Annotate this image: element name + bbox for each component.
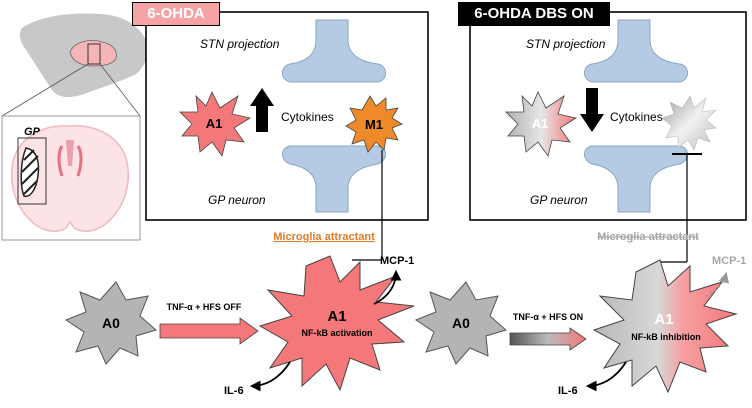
bottom-right-pathway: A0 TNF-α + HFS ON A1 NF-kB inhibition MC… [414,255,746,397]
bottom-left-pathway: A0 TNF-α + HFS OFF A1 NF-kB activation M… [64,255,415,397]
cytokines-label-left: Cytokines [281,110,334,124]
left-panel-header: 6-OHDA [132,2,220,26]
down-arrow-icon [580,88,604,132]
right-panel: STN projection GP neuron A1 Cytokines Mi… [469,11,747,263]
stn-label-left: STN projection [200,37,280,51]
nfkb-inhibition-label: NF-kB inhibition [631,332,701,342]
stn-label-right: STN projection [526,37,606,51]
gp-region-frame [17,137,47,205]
nfkb-activation-label: NF-kB activation [301,328,372,338]
inhibited-microglia-star [661,95,717,151]
il6-label-right: IL-6 [558,385,578,397]
cytokines-label-right: Cytokines [610,110,663,124]
a0-label-left: A0 [102,315,120,331]
hfs-on-arrow [509,327,587,351]
up-arrow-icon [250,88,274,132]
a1-star-left [179,91,252,157]
microglia-attractant-left: Microglia attractant [273,231,375,243]
brain-lateral-view [69,40,117,67]
mcp1-label-right: MCP-1 [712,255,746,267]
a1-star-right [505,91,578,157]
a1-big-label-right: A1 [654,311,673,328]
a1-label-left: A1 [206,116,223,131]
left-panel: STN projection GP neuron A1 Cytokines M1… [145,11,429,261]
hfs-off-label: TNF-α + HFS OFF [167,302,242,312]
a1-big-label-left: A1 [327,308,346,325]
gp-hatching [21,149,39,195]
ventricle-left [57,145,64,177]
coronal-section [11,125,129,233]
m1-label: M1 [365,117,383,132]
il6-arrow-right [585,361,627,392]
gp-label: GP [24,126,41,138]
mcp1-label-left: MCP-1 [380,255,414,267]
stn-terminal-right [584,19,688,83]
m1-star [345,95,403,153]
hfs-off-arrow [159,317,259,345]
right-panel-header: 6-OHDA DBS ON [458,2,610,26]
brain-illustration: GP [1,13,148,241]
il6-arrow-left [249,361,291,392]
slice-indicator [87,43,101,65]
gp-neuron-label-left: GP neuron [208,193,266,207]
microglia-attractant-right: Microglia attractant [597,231,699,243]
stn-terminal-left [282,19,386,83]
a0-label-right: A0 [452,315,470,331]
a1-big-star-left [258,255,415,392]
mcp1-arrow-left [373,269,402,305]
a0-star-right [414,281,508,365]
gp-neuron-terminal-left [282,145,386,213]
hfs-on-label: TNF-α + HFS ON [513,312,583,322]
zoom-line-right [99,63,141,117]
midline-structure [66,140,74,166]
zoom-line-left [1,63,89,117]
a0-star-left [64,281,158,365]
a1-label-right: A1 [532,116,549,131]
ventricle-right [76,145,83,177]
a1-big-star-right [592,259,738,394]
gp-neuron-label-right: GP neuron [530,193,588,207]
il6-label-left: IL-6 [224,385,244,397]
